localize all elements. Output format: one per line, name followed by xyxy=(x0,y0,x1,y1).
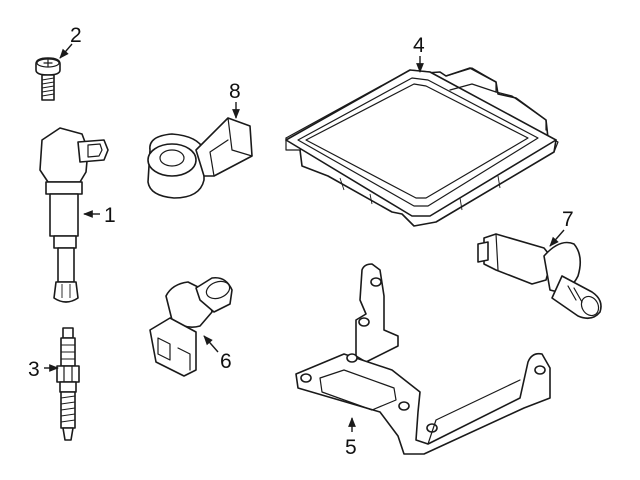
leader-2 xyxy=(59,43,73,59)
leader-6 xyxy=(203,335,219,353)
callout-3: 3 xyxy=(28,358,40,381)
callout-4: 4 xyxy=(413,34,425,57)
callout-8: 8 xyxy=(229,80,241,103)
callout-6: 6 xyxy=(220,350,232,373)
knock-sensor-part-8 xyxy=(147,117,253,199)
callout-1: 1 xyxy=(104,204,116,227)
ignition-coil-part-1 xyxy=(39,127,109,303)
callout-leaders xyxy=(44,43,565,432)
control-module-part-4 xyxy=(285,67,559,227)
camshaft-sensor-part-7 xyxy=(477,233,602,320)
crankshaft-sensor-part-6 xyxy=(149,276,233,377)
callout-2: 2 xyxy=(70,24,82,47)
callout-numbers: 1 2 3 4 5 6 7 8 xyxy=(28,24,574,459)
spark-plug-part-3 xyxy=(56,327,80,441)
leader-7 xyxy=(549,229,565,247)
bolt-part-2 xyxy=(35,57,61,101)
callout-7: 7 xyxy=(562,208,574,231)
callout-5: 5 xyxy=(345,436,357,459)
bracket-part-5 xyxy=(295,263,551,455)
